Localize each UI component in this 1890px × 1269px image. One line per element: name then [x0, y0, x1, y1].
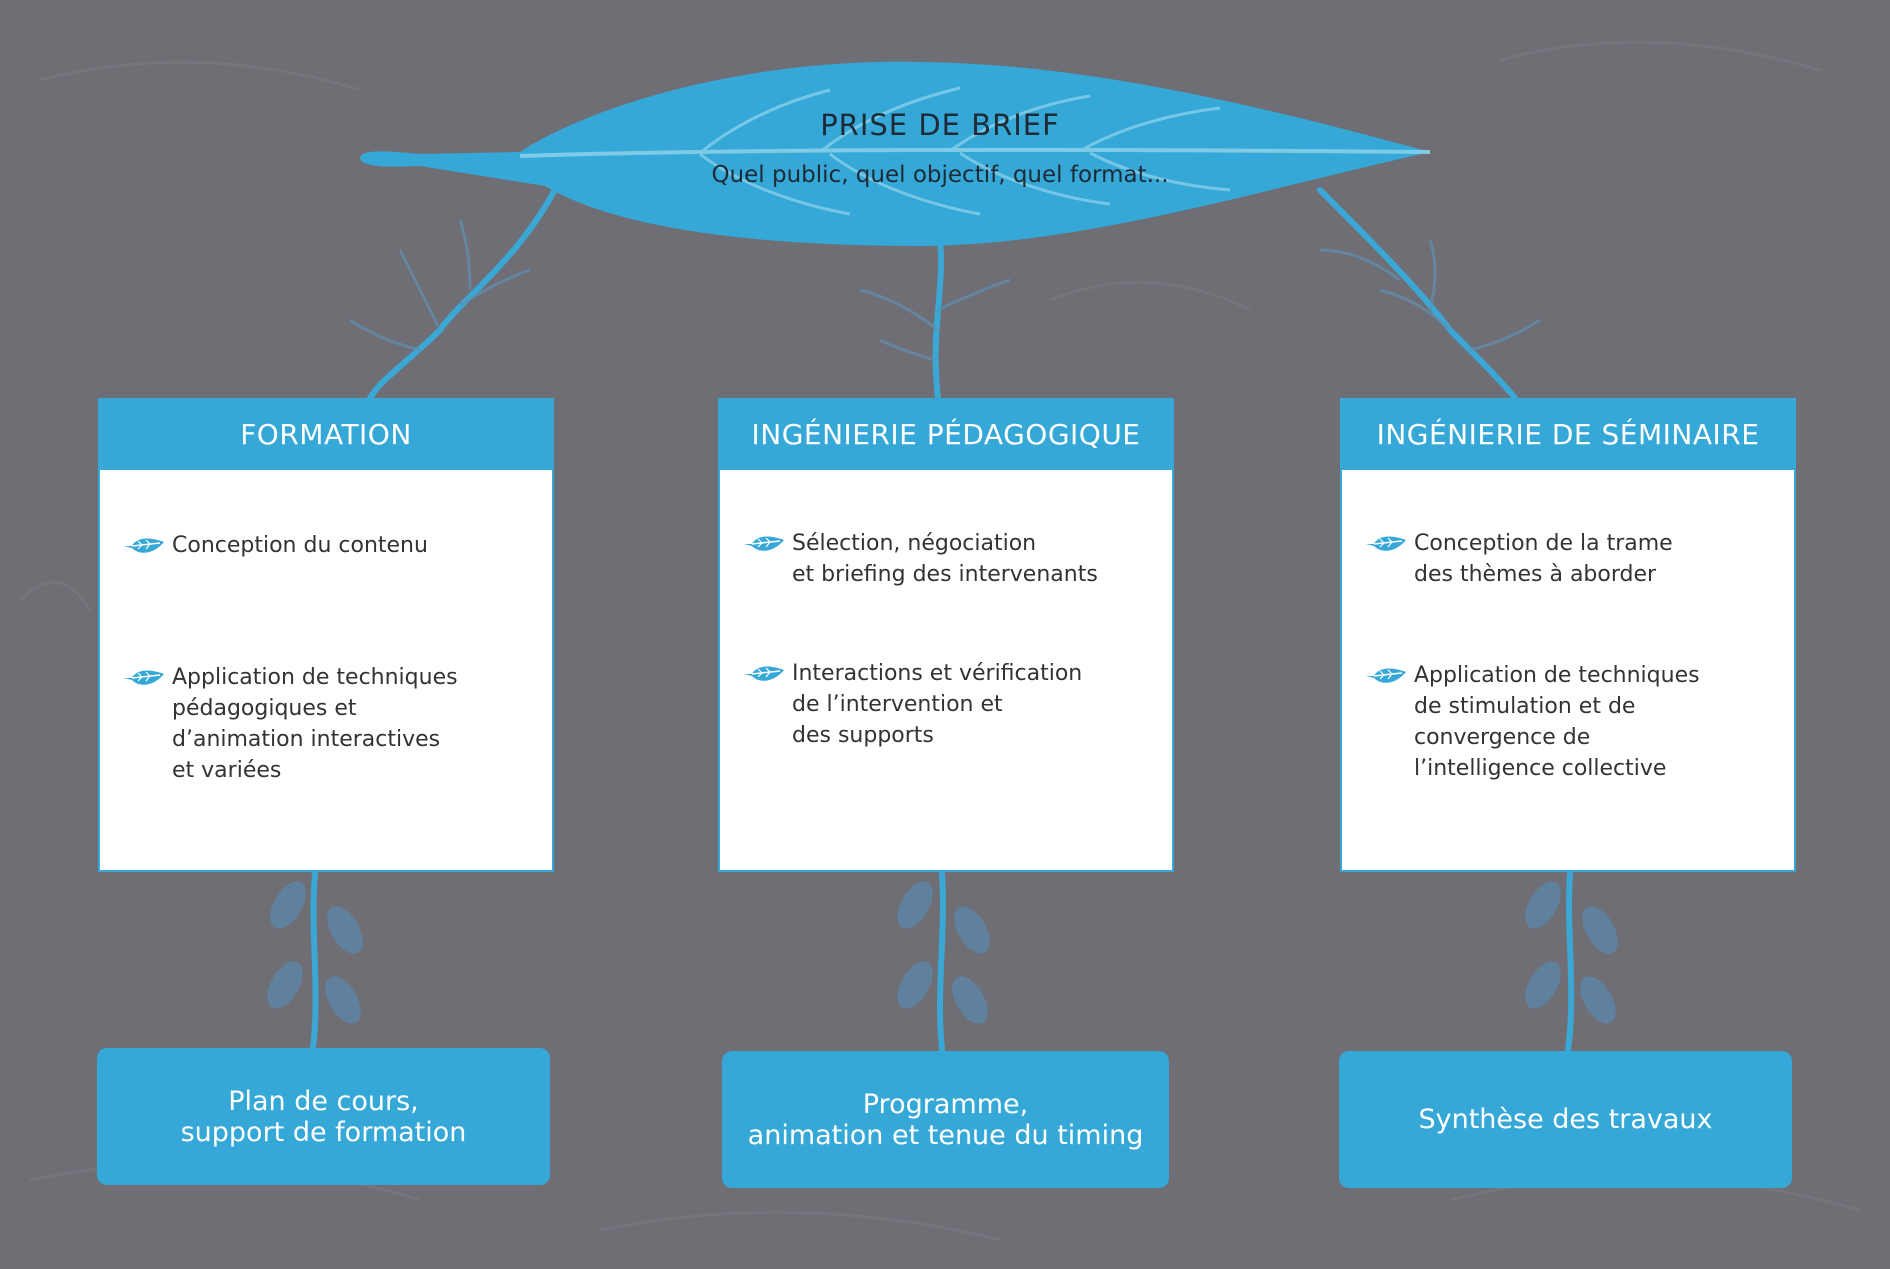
big-leaf-icon	[360, 61, 1431, 247]
column-title: FORMATION	[98, 398, 554, 470]
list-item: Conception du contenu	[122, 530, 428, 561]
bottom-stems	[310, 871, 1575, 1053]
brief-subtitle: Quel public, quel objectif, quel format.…	[711, 162, 1169, 188]
column-ingenierie-seminaire: INGÉNIERIE DE SÉMINAIRE Conception de la…	[1340, 398, 1796, 874]
column-title: INGÉNIERIE DE SÉMINAIRE	[1340, 398, 1796, 470]
item-text: Application de techniques pédagogiques e…	[172, 665, 458, 783]
column-body: Conception de la trame des thèmes à abor…	[1340, 470, 1796, 872]
leaf-icon	[124, 538, 164, 553]
item-text: Conception de la trame des thèmes à abor…	[1414, 531, 1673, 587]
output-ingenierie-seminaire: Synthèse des travaux	[1339, 1051, 1792, 1188]
column-formation: FORMATION Conception du contenu Applicat…	[98, 398, 554, 874]
list-item: Application de techniques pédagogiques e…	[122, 662, 458, 786]
item-text: Sélection, négociation et briefing des i…	[792, 531, 1098, 587]
faint-twigs	[349, 219, 1541, 362]
column-body: Conception du contenu Application de tec…	[98, 470, 554, 872]
leaf-icon	[1366, 536, 1406, 551]
list-item: Application de techniques de stimulation…	[1364, 660, 1700, 784]
column-ingenierie-pedagogique: INGÉNIERIE PÉDAGOGIQUE Sélection, négoci…	[718, 398, 1174, 874]
output-ingenierie-pedagogique: Programme, animation et tenue du timing	[722, 1051, 1169, 1188]
list-item: Sélection, négociation et briefing des i…	[742, 528, 1098, 590]
leaf-icon	[744, 536, 784, 551]
item-text: Interactions et vérification de l’interv…	[792, 661, 1083, 748]
stem-leaves	[267, 881, 1618, 1024]
column-title: INGÉNIERIE PÉDAGOGIQUE	[718, 398, 1174, 470]
list-item: Interactions et vérification de l’interv…	[742, 658, 1082, 751]
top-branches	[367, 177, 1518, 401]
leaf-icon	[124, 670, 164, 685]
item-text: Application de techniques de stimulation…	[1414, 663, 1700, 781]
leaf-icon	[1366, 668, 1406, 683]
column-body: Sélection, négociation et briefing des i…	[718, 470, 1174, 872]
output-formation: Plan de cours, support de formation	[97, 1048, 550, 1185]
item-text: Conception du contenu	[172, 533, 428, 558]
leaf-icon	[744, 666, 784, 681]
list-item: Conception de la trame des thèmes à abor…	[1364, 528, 1673, 590]
brief-title: PRISE DE BRIEF	[820, 108, 1060, 142]
